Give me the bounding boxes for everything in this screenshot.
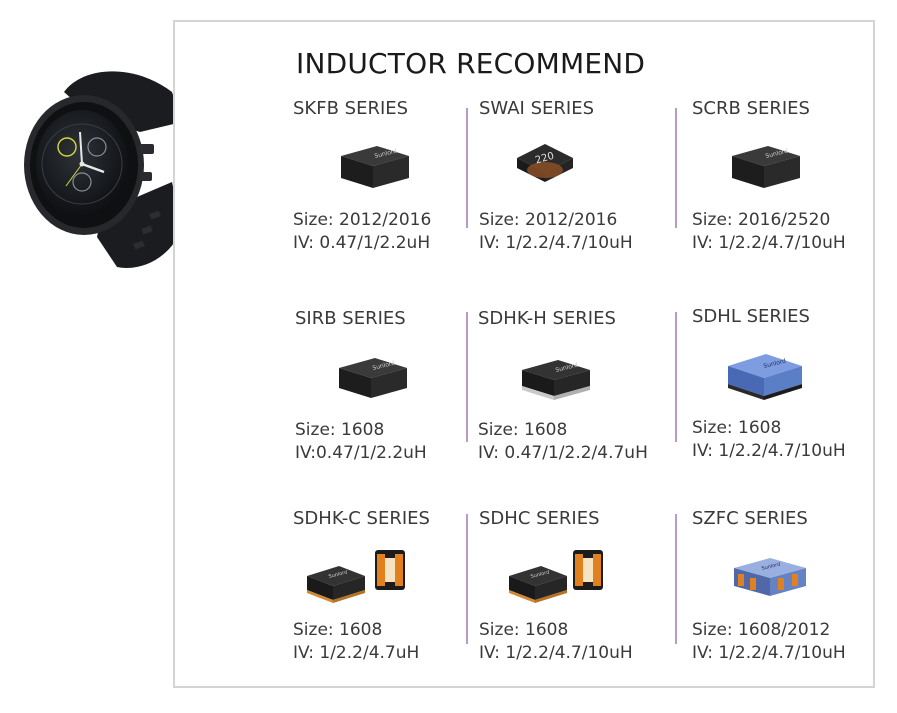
- inductor-chip-image: Sunlord: [307, 550, 405, 603]
- series-name: SWAI SERIES: [479, 98, 594, 119]
- svg-text:Sunlord: Sunlord: [328, 569, 348, 579]
- size-spec: Size: 2012/2016: [293, 210, 432, 230]
- inductor-chip-image: Sunlord: [522, 360, 590, 400]
- product-card-sdhk-h: SDHK-H SERIES Sunlord Size: 1608 IV: 0.4…: [478, 308, 673, 468]
- size-spec: Size: 1608: [478, 420, 568, 440]
- size-spec: Size: 1608/2012: [692, 620, 831, 640]
- product-card-skfb: SKFB SERIES Sunlord Size: 2012/2016 IV: …: [293, 98, 488, 258]
- size-spec: Size: 2016/2520: [692, 210, 831, 230]
- inductor-chip-image: Sunlord: [341, 146, 409, 188]
- chip-marking: 220: [534, 151, 555, 167]
- inductor-chip-image: Sunlord: [732, 146, 800, 188]
- inductor-chip-image: Sunlord: [728, 354, 802, 400]
- smartwatch-image: [24, 71, 182, 268]
- product-card-sdhk-c: SDHK-C SERIES Sunlord Size: 1608 IV: 1/2…: [293, 508, 488, 668]
- size-spec: Size: 2012/2016: [479, 210, 618, 230]
- inductor-chip-image: Sunlord: [509, 550, 603, 603]
- inductance-spec: IV: 1/2.2/4.7/10uH: [692, 441, 846, 461]
- series-name: SCRB SERIES: [692, 98, 810, 119]
- inductor-chip-image: Sunlord: [339, 358, 407, 398]
- column-divider: [675, 514, 677, 644]
- page-title: INDUCTOR RECOMMEND: [296, 47, 646, 80]
- column-divider: [466, 108, 468, 228]
- size-spec: Size: 1608: [692, 418, 782, 438]
- series-name: SIRB SERIES: [295, 308, 406, 329]
- product-card-scrb: SCRB SERIES Sunlord Size: 2016/2520 IV: …: [692, 98, 887, 258]
- series-name: SKFB SERIES: [293, 98, 409, 119]
- column-divider: [466, 312, 468, 442]
- inductance-spec: IV:0.47/1/2.2uH: [295, 443, 427, 463]
- product-card-sdhl: SDHL SERIES Sunlord Size: 1608 IV: 1/2.2…: [692, 306, 887, 466]
- inductor-chip-image: Sunlord: [734, 558, 806, 596]
- column-divider: [675, 312, 677, 442]
- series-name: SDHL SERIES: [692, 306, 810, 327]
- size-spec: Size: 1608: [293, 620, 383, 640]
- size-spec: Size: 1608: [479, 620, 569, 640]
- column-divider: [466, 514, 468, 644]
- inductance-spec: IV: 1/2.2/4.7/10uH: [479, 643, 633, 663]
- inductance-spec: IV: 0.47/1/2.2uH: [293, 233, 431, 253]
- product-card-swai: SWAI SERIES 220 Size: 2012/2016 IV: 1/2.…: [479, 98, 674, 258]
- column-divider: [675, 108, 677, 228]
- size-spec: Size: 1608: [295, 420, 385, 440]
- svg-text:Sunlord: Sunlord: [530, 569, 550, 579]
- inductance-spec: IV: 1/2.2/4.7/10uH: [479, 233, 633, 253]
- series-name: SDHK-C SERIES: [293, 508, 430, 529]
- inductance-spec: IV: 1/2.2/4.7/10uH: [692, 233, 846, 253]
- svg-text:Sunlord: Sunlord: [761, 561, 781, 571]
- inductance-spec: IV: 1/2.2/4.7/10uH: [692, 643, 846, 663]
- series-name: SDHK-H SERIES: [478, 308, 616, 329]
- series-name: SDHC SERIES: [479, 508, 600, 529]
- inductance-spec: IV: 1/2.2/4.7uH: [293, 643, 420, 663]
- series-name: SZFC SERIES: [692, 508, 808, 529]
- product-card-szfc: SZFC SERIES Sunlord Size: 1608/2012 IV: …: [692, 508, 887, 668]
- product-card-sirb: SIRB SERIES Sunlord Size: 1608 IV:0.47/1…: [295, 308, 490, 468]
- product-card-sdhc: SDHC SERIES Sunlord Size: 1608 IV: 1/2.2…: [479, 508, 674, 668]
- inductance-spec: IV: 0.47/1/2.2/4.7uH: [478, 443, 648, 463]
- inductor-chip-image: 220: [517, 144, 573, 182]
